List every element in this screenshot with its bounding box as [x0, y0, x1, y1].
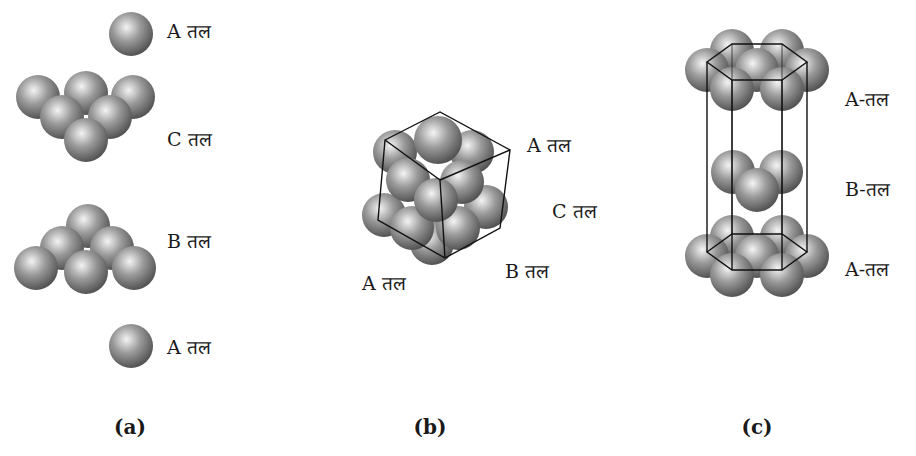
ccp-cluster	[362, 116, 508, 265]
layer-label: B-तल	[845, 178, 890, 201]
layer-label: A तल	[167, 20, 211, 43]
hexagonal-prism	[707, 44, 807, 270]
sphere	[109, 12, 153, 56]
layer-label: A तल	[362, 272, 406, 295]
layer-label: C तल	[552, 200, 597, 223]
panel-caption: (a)	[114, 415, 146, 439]
hcp-cluster	[685, 29, 829, 297]
layer-label: A तल	[167, 336, 211, 359]
layer-label: A तल	[527, 134, 571, 157]
layer-label: A-तल	[845, 258, 889, 281]
layer-label: B तल	[505, 260, 549, 283]
layer-label: C तल	[167, 128, 212, 151]
sphere	[109, 324, 153, 368]
sphere	[14, 246, 58, 290]
sphere	[414, 116, 462, 164]
sphere	[735, 168, 779, 212]
sphere	[64, 250, 108, 294]
panel-caption: (c)	[741, 415, 772, 439]
sphere	[414, 178, 458, 222]
unit-cell-outline	[378, 112, 510, 258]
sphere	[64, 118, 108, 162]
sphere	[112, 246, 156, 290]
layer-stack	[14, 12, 156, 368]
layer-label: A-तल	[845, 88, 889, 111]
layer-label: B तल	[167, 230, 211, 253]
panel-caption: (b)	[414, 415, 447, 439]
